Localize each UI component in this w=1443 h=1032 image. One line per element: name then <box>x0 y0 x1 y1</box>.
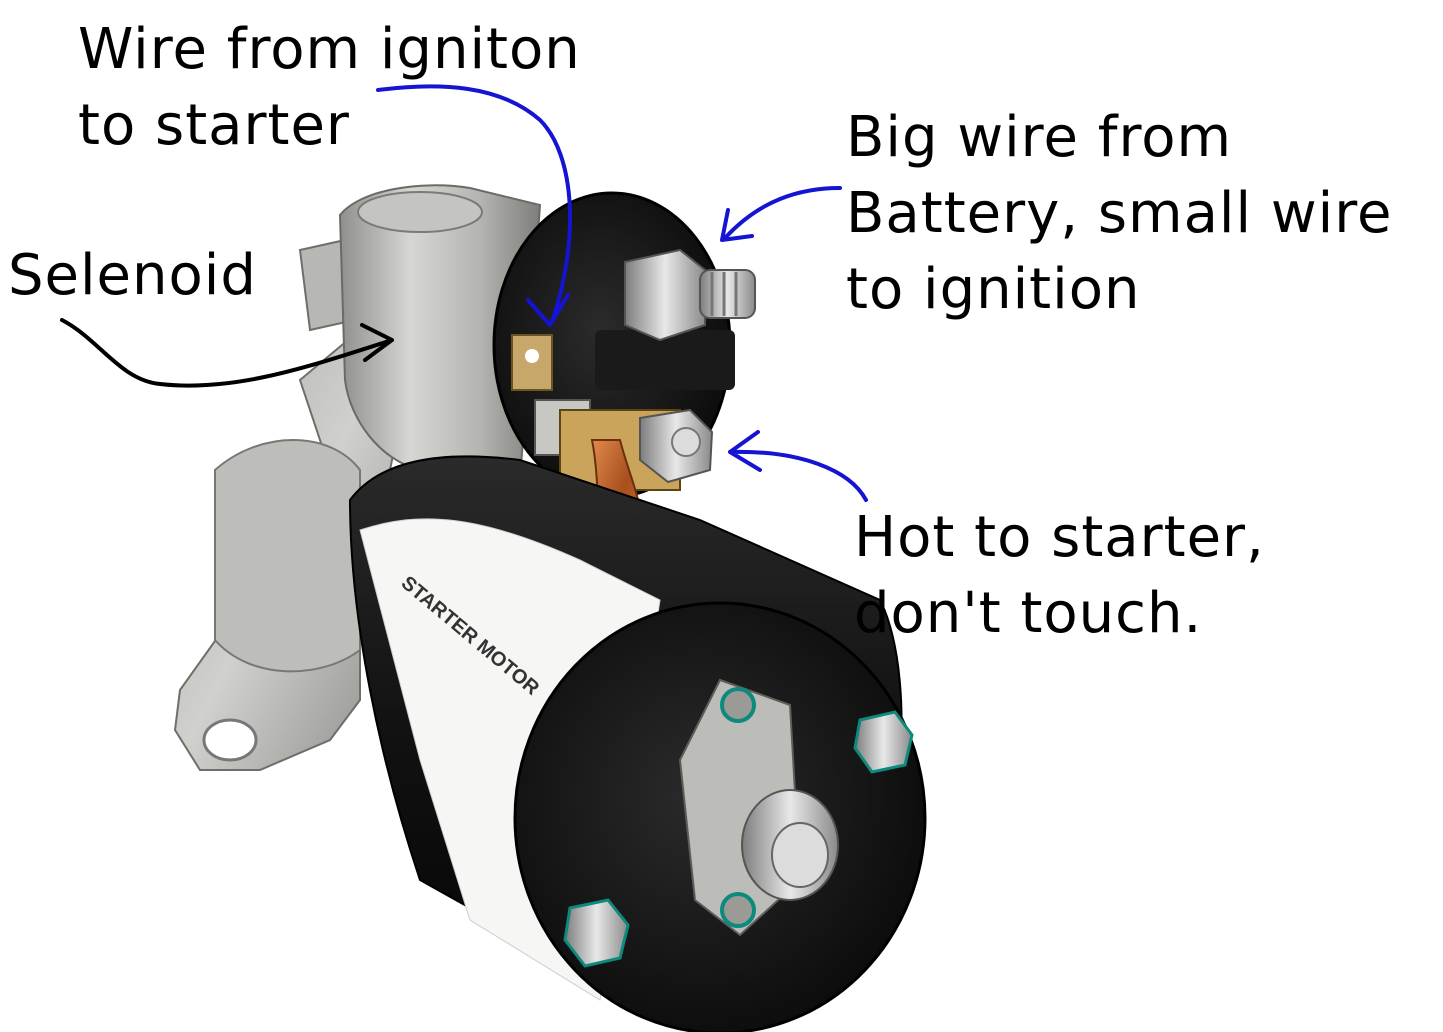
hot-terminal-annotation: Hot to starter, don't touch. <box>854 500 1265 652</box>
solenoid-line-1: Selenoid <box>8 243 257 308</box>
motor-end-cap <box>513 601 927 1032</box>
ignition-wire-line-1: Wire from igniton <box>78 17 581 82</box>
hot-terminal-line-1: Hot to starter, <box>854 505 1265 570</box>
end-cap-bolt-left <box>563 898 630 968</box>
battery-wire-line-3: to ignition <box>846 257 1141 322</box>
hot-terminal-arrow <box>728 430 868 502</box>
battery-wire-line-1: Big wire from <box>846 105 1233 170</box>
annotation-arrows <box>60 84 868 502</box>
end-cap-bolt-right <box>853 710 914 774</box>
hot-terminal-line-2: don't touch. <box>854 581 1203 646</box>
solenoid-annotation: Selenoid <box>8 238 257 314</box>
ignition-wire-annotation: Wire from igniton to starter <box>78 12 581 164</box>
battery-terminal-bolt <box>624 248 756 342</box>
hot-terminal-nut <box>639 408 714 484</box>
solenoid-arrow <box>60 318 394 388</box>
battery-wire-line-2: Battery, small wire <box>846 181 1393 246</box>
ignition-wire-line-2: to starter <box>78 93 350 158</box>
battery-wire-annotation: Big wire from Battery, small wire to ign… <box>846 100 1392 328</box>
end-cap-screw-top <box>720 687 756 723</box>
ignition-wire-arrow <box>376 84 572 327</box>
end-cap-screw-bottom <box>720 892 756 928</box>
battery-wire-arrow <box>720 186 842 242</box>
